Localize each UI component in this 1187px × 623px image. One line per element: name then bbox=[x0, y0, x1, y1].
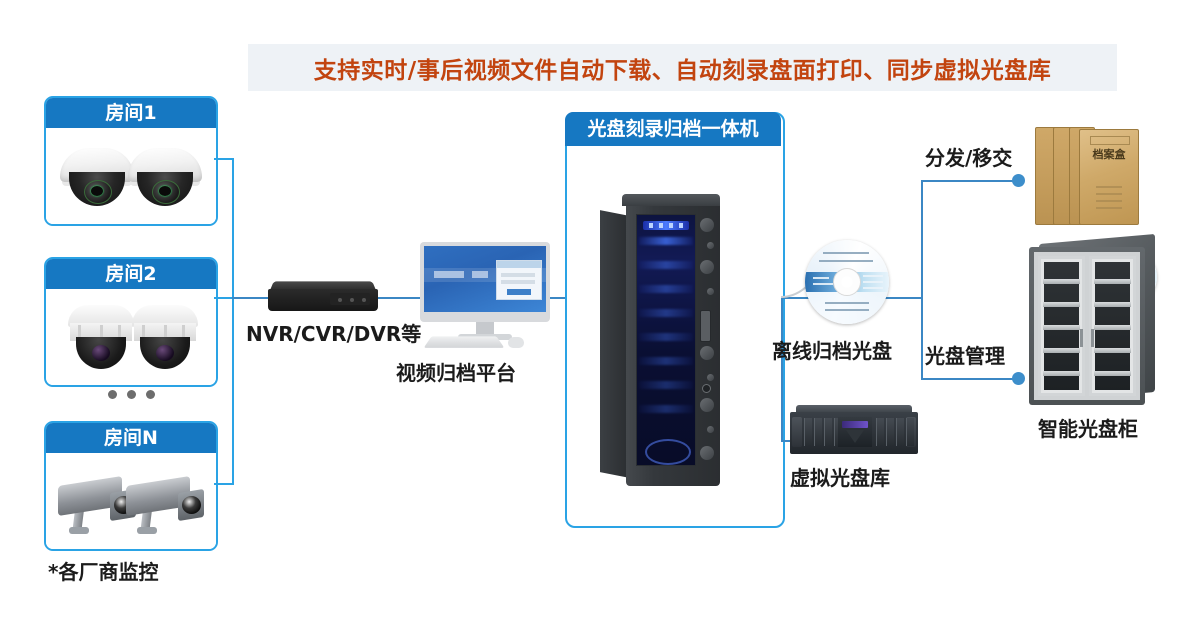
room-card-1: 房间1 bbox=[44, 96, 218, 226]
link-roomn-stub bbox=[214, 483, 234, 485]
nvr-label: NVR/CVR/DVR等 bbox=[246, 322, 422, 346]
room-1-body bbox=[46, 128, 216, 224]
archive-box-title: 档案盒 bbox=[1092, 148, 1126, 161]
endpoint-dot-disc-management bbox=[1012, 372, 1025, 385]
room-n-title: 房间N bbox=[46, 423, 216, 453]
room-card-2: 房间2 bbox=[44, 257, 218, 387]
dome-camera-icon bbox=[128, 148, 202, 210]
virtual-disc-library-icon bbox=[790, 405, 918, 457]
nvr-device-icon bbox=[268, 281, 378, 314]
dome-camera-icon bbox=[60, 148, 134, 210]
smart-cabinet-label: 智能光盘柜 bbox=[1038, 417, 1138, 441]
ptz-dome-camera-icon bbox=[66, 305, 136, 375]
disc-burning-archive-appliance-icon bbox=[600, 194, 720, 488]
room-2-title: 房间2 bbox=[46, 259, 216, 289]
bullet-camera-icon bbox=[126, 475, 208, 541]
room-2-body bbox=[46, 289, 216, 385]
endpoint-dot-distribute bbox=[1012, 174, 1025, 187]
video-archive-platform-icon bbox=[420, 242, 550, 350]
room-n-body bbox=[46, 453, 216, 549]
link-right-bus bbox=[921, 180, 923, 379]
virtual-library-label: 虚拟光盘库 bbox=[790, 466, 890, 490]
room-1-title: 房间1 bbox=[46, 98, 216, 128]
smart-disc-cabinet-icon bbox=[1029, 233, 1155, 407]
distribute-label: 分发/移交 bbox=[925, 146, 1013, 170]
link-room2-stub bbox=[214, 297, 234, 299]
headline-banner: 支持实时/事后视频文件自动下载、自动刻录盘面打印、同步虚拟光盘库 bbox=[248, 44, 1117, 91]
offline-disc-label: 离线归档光盘 bbox=[772, 339, 892, 363]
link-room1-stub bbox=[214, 158, 234, 160]
archive-boxes-icon: 档案盒 bbox=[1035, 127, 1147, 227]
ptz-dome-camera-icon bbox=[130, 305, 200, 375]
link-to-distribute bbox=[921, 180, 1014, 182]
platform-label: 视频归档平台 bbox=[396, 361, 516, 385]
room-card-n: 房间N bbox=[44, 421, 218, 551]
link-bus-to-nvr bbox=[232, 297, 272, 299]
offline-archive-disc-icon bbox=[805, 240, 889, 324]
rooms-footnote: *各厂商监控 bbox=[48, 560, 159, 584]
disc-management-label: 光盘管理 bbox=[925, 344, 1005, 368]
more-rooms-ellipsis bbox=[108, 390, 155, 399]
link-appliance-down bbox=[781, 297, 783, 441]
link-rooms-bus bbox=[232, 158, 234, 485]
appliance-title: 光盘刻录归档一体机 bbox=[565, 112, 781, 146]
headline-text: 支持实时/事后视频文件自动下载、自动刻录盘面打印、同步虚拟光盘库 bbox=[313, 57, 1052, 84]
link-to-disc-management bbox=[921, 378, 1014, 380]
